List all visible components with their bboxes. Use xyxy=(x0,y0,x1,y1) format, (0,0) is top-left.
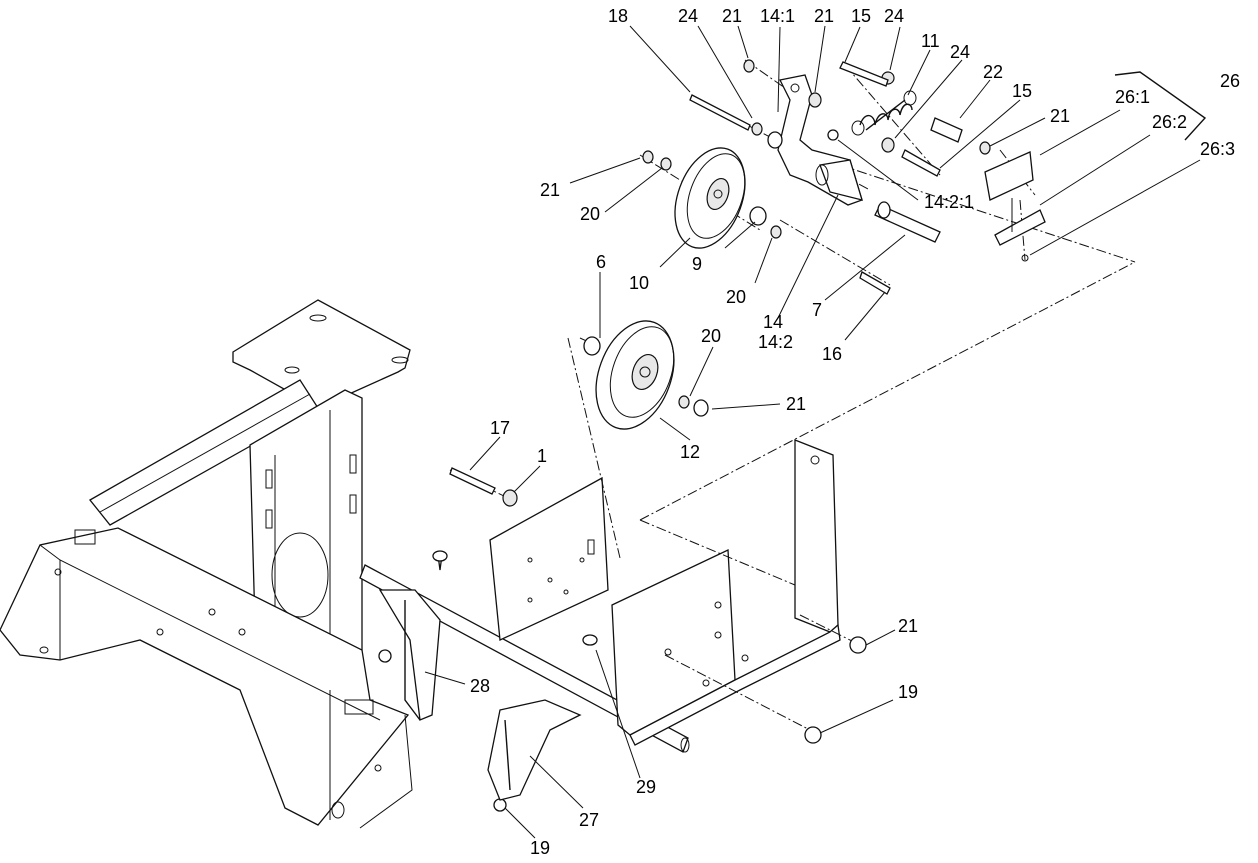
callout-9: 9 xyxy=(692,254,702,274)
callout-18: 18 xyxy=(608,6,628,26)
callout-7: 7 xyxy=(812,300,822,320)
callout-15: 15 xyxy=(851,6,871,26)
callout-24: 24 xyxy=(678,6,698,26)
callout-24: 24 xyxy=(884,6,904,26)
callout-20: 20 xyxy=(701,326,721,346)
pivot-rod xyxy=(359,564,690,753)
callout-26-1: 26:1 xyxy=(1115,87,1150,107)
callout-15: 15 xyxy=(1012,81,1032,101)
callout-22: 22 xyxy=(983,62,1003,82)
right-bracket xyxy=(611,439,841,746)
callout-19: 19 xyxy=(530,838,550,858)
callout-24: 24 xyxy=(950,42,970,62)
lever-28 xyxy=(378,589,441,721)
callout-21: 21 xyxy=(814,6,834,26)
spring xyxy=(851,90,917,136)
callout-labels: 18 24 21 14:1 21 15 24 11 24 22 26 15 26… xyxy=(470,6,1240,858)
callout-27: 27 xyxy=(579,810,599,830)
callout-26: 26 xyxy=(1220,71,1240,91)
callout-21: 21 xyxy=(540,180,560,200)
callout-21: 21 xyxy=(898,616,918,636)
callout-20: 20 xyxy=(580,204,600,224)
callout-1: 1 xyxy=(537,446,547,466)
callout-21: 21 xyxy=(722,6,742,26)
callout-26-2: 26:2 xyxy=(1152,112,1187,132)
mount-plate xyxy=(489,476,609,641)
bracket-26 xyxy=(984,71,1207,262)
callout-28: 28 xyxy=(470,676,490,696)
callout-19: 19 xyxy=(898,682,918,702)
callout-20: 20 xyxy=(726,287,746,307)
pulley-10 xyxy=(674,147,746,249)
callout-14-1: 14:1 xyxy=(760,6,795,26)
pulley-12 xyxy=(595,320,675,430)
idler-arm xyxy=(777,74,863,206)
callout-12: 12 xyxy=(680,442,700,462)
lever-27 xyxy=(487,699,582,801)
callout-21: 21 xyxy=(786,394,806,414)
callout-14-2-1: 14:2:1 xyxy=(924,192,974,212)
leader-lines xyxy=(424,25,1201,839)
callout-26-3: 26:3 xyxy=(1200,139,1235,159)
callout-16: 16 xyxy=(822,344,842,364)
hardware xyxy=(378,59,991,812)
callout-10: 10 xyxy=(629,273,649,293)
callout-29: 29 xyxy=(636,777,656,797)
callout-21: 21 xyxy=(1050,106,1070,126)
callout-14: 14 xyxy=(763,312,783,332)
main-frame xyxy=(0,299,413,829)
callout-11: 11 xyxy=(921,31,940,51)
callout-17: 17 xyxy=(490,418,510,438)
callout-14-2: 14:2 xyxy=(758,332,793,352)
callout-6: 6 xyxy=(596,252,606,272)
